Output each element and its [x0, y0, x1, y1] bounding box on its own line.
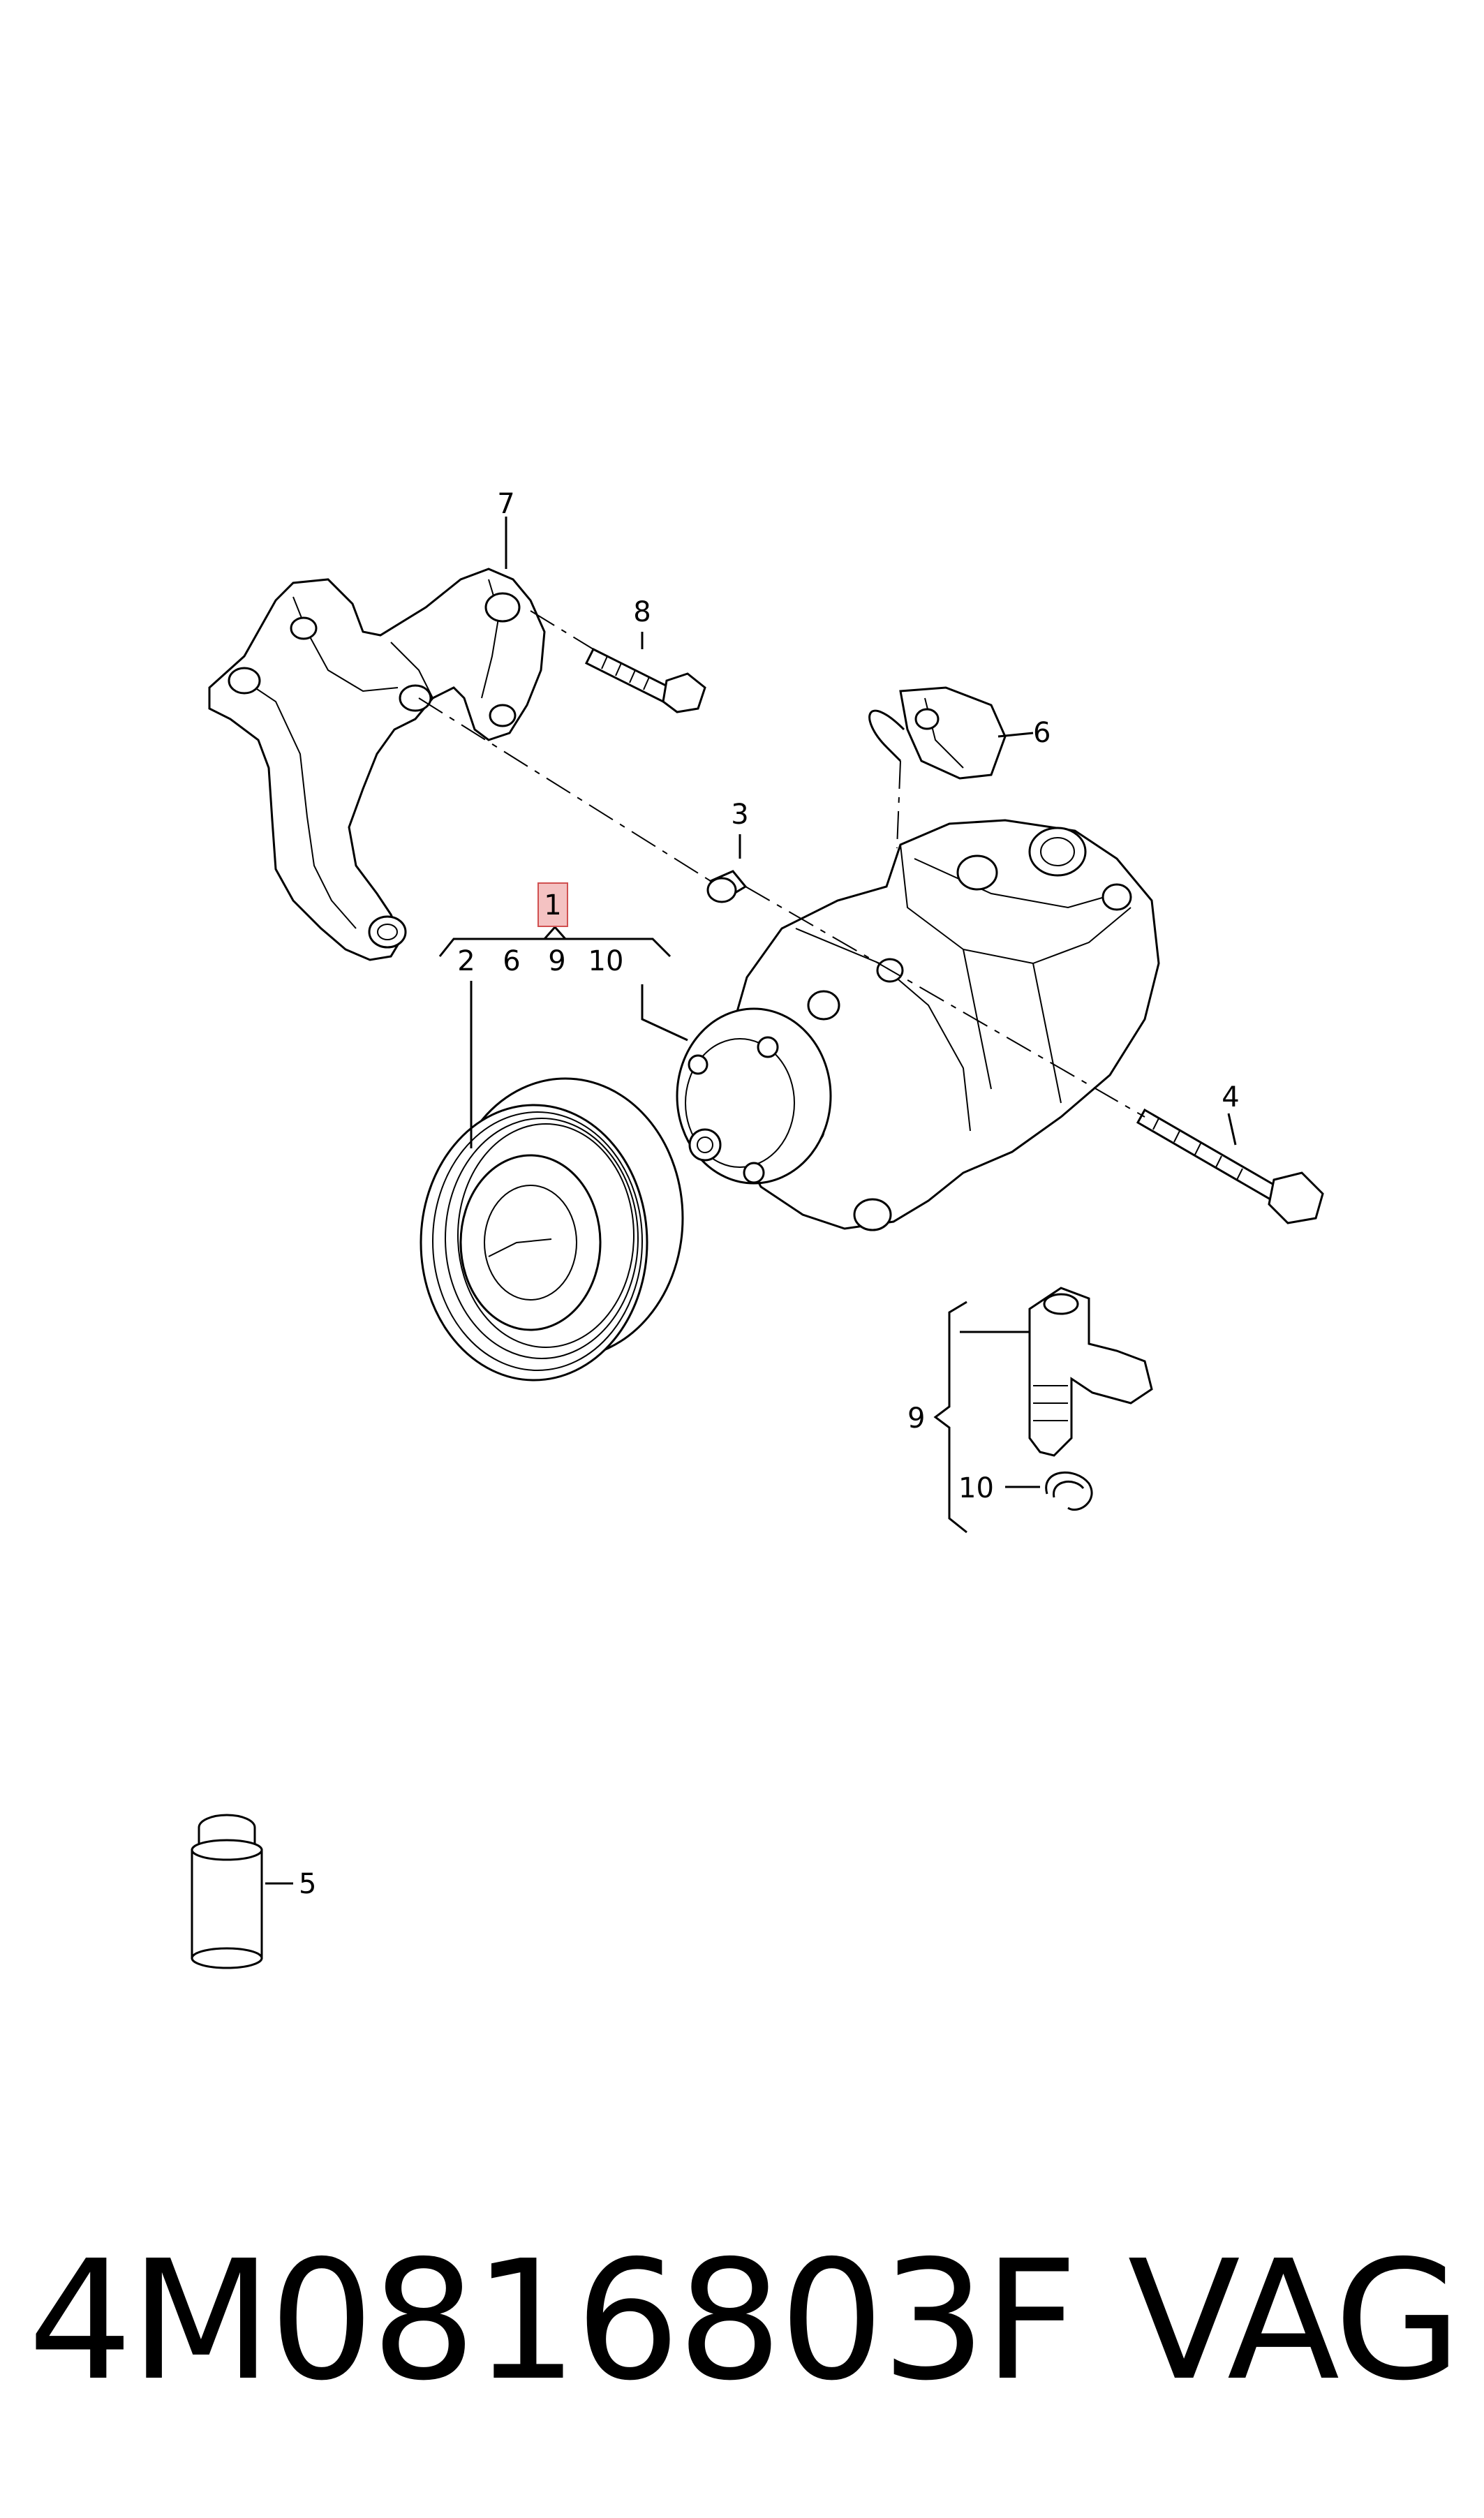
callout-4[interactable]: 4: [1222, 1081, 1239, 1113]
callout-9[interactable]: 9: [907, 1402, 925, 1435]
pressure-sensor: [868, 686, 1007, 780]
brand-label: VAG: [1127, 2225, 1462, 2417]
callout-1-highlight: [537, 882, 568, 927]
callout-3[interactable]: 3: [731, 799, 748, 831]
callout-6[interactable]: 6: [1033, 717, 1051, 749]
callout-1[interactable]: 1: [544, 889, 561, 921]
part-number: 4M0816803F: [28, 2225, 1078, 2417]
circlip: [1045, 1472, 1093, 1511]
callout-8[interactable]: 8: [633, 596, 651, 628]
control-valve: [1028, 1287, 1153, 1457]
callout-group-9[interactable]: 9: [548, 945, 565, 977]
callout-5[interactable]: 5: [299, 1868, 316, 1900]
callout-7[interactable]: 7: [497, 488, 514, 520]
oil-bottle: [191, 1814, 263, 1969]
leader-lines: [265, 517, 1237, 1885]
callout-group-6[interactable]: 6: [503, 945, 520, 977]
compressor-bolt: [1136, 1108, 1324, 1224]
callout-group-10[interactable]: 10: [588, 945, 624, 977]
pulley: [420, 1077, 684, 1382]
callout-10[interactable]: 10: [958, 1472, 994, 1504]
ac-compressor: [676, 819, 1160, 1231]
bracket-bolt: [584, 647, 706, 713]
callouts[interactable]: 1 7 8 6 3 4 2 6 9 10 9 10 5: [299, 488, 1240, 1900]
sleeve: [706, 870, 748, 903]
callout-2[interactable]: 2: [457, 945, 475, 977]
mounting-bracket: [208, 568, 546, 961]
